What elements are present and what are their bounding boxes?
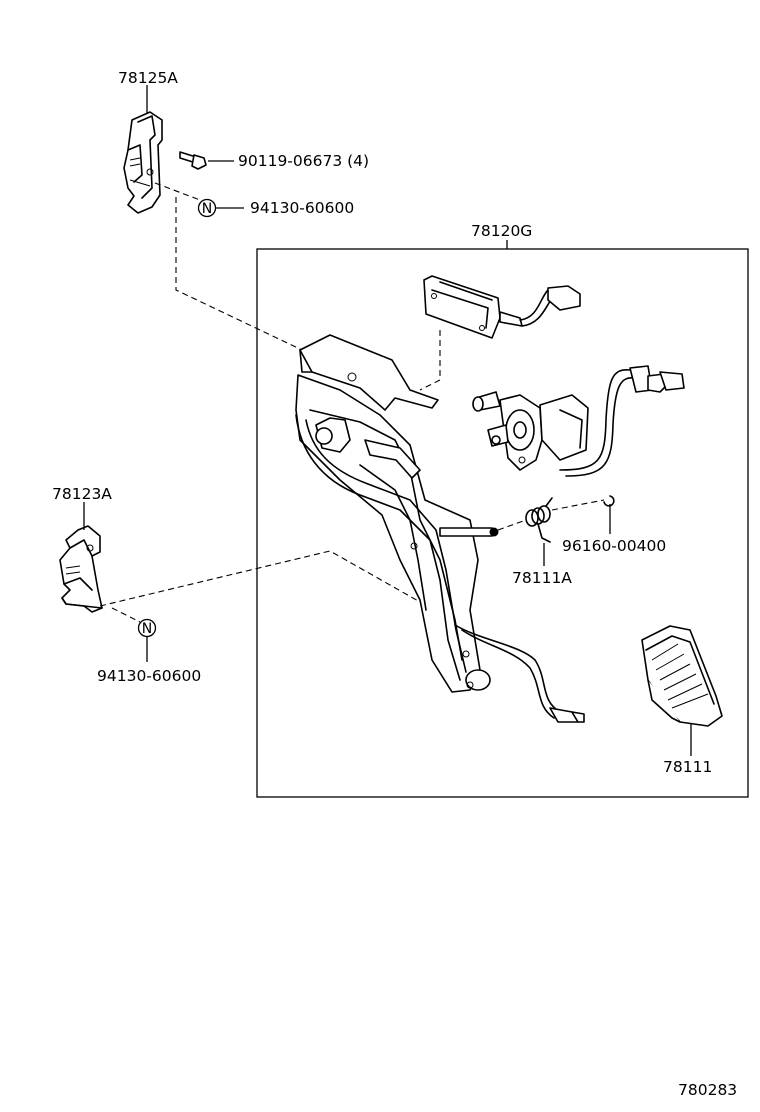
dashline-upper-bracket: [154, 182, 346, 377]
dashline-lower-bracket: [99, 550, 421, 623]
figure-number: 780283: [678, 1081, 737, 1099]
pedal-pad: [641, 625, 723, 727]
pedal-arm-assembly: [295, 334, 585, 723]
bolt-90119: [179, 151, 207, 170]
label-78125A: 78125A: [118, 69, 178, 87]
position-sensor: [472, 365, 685, 477]
nut-lower-letter: N: [142, 621, 152, 637]
label-78111: 78111: [663, 758, 712, 776]
dashline-sensor: [419, 330, 441, 391]
label-78111A: 78111A: [512, 569, 572, 587]
label-78123A: 78123A: [52, 485, 112, 503]
nut-upper-letter: N: [202, 201, 212, 217]
nut-upper-symbol: N: [197, 198, 217, 218]
label-96160: 96160-00400: [562, 537, 666, 555]
bracket-78125A: [123, 111, 163, 214]
nut-lower-symbol: N: [137, 618, 157, 638]
return-spring: [525, 497, 553, 543]
label-78120G: 78120G: [471, 222, 532, 240]
clip-96160: [603, 495, 615, 507]
switch-connector: [423, 275, 581, 339]
label-94130-lower: 94130-60600: [97, 667, 201, 685]
label-94130-upper: 94130-60600: [250, 199, 354, 217]
bracket-78123A: [59, 525, 103, 613]
dashline-spring: [497, 499, 605, 531]
assembly-frame: [256, 248, 749, 798]
label-90119: 90119-06673 (4): [238, 152, 369, 170]
